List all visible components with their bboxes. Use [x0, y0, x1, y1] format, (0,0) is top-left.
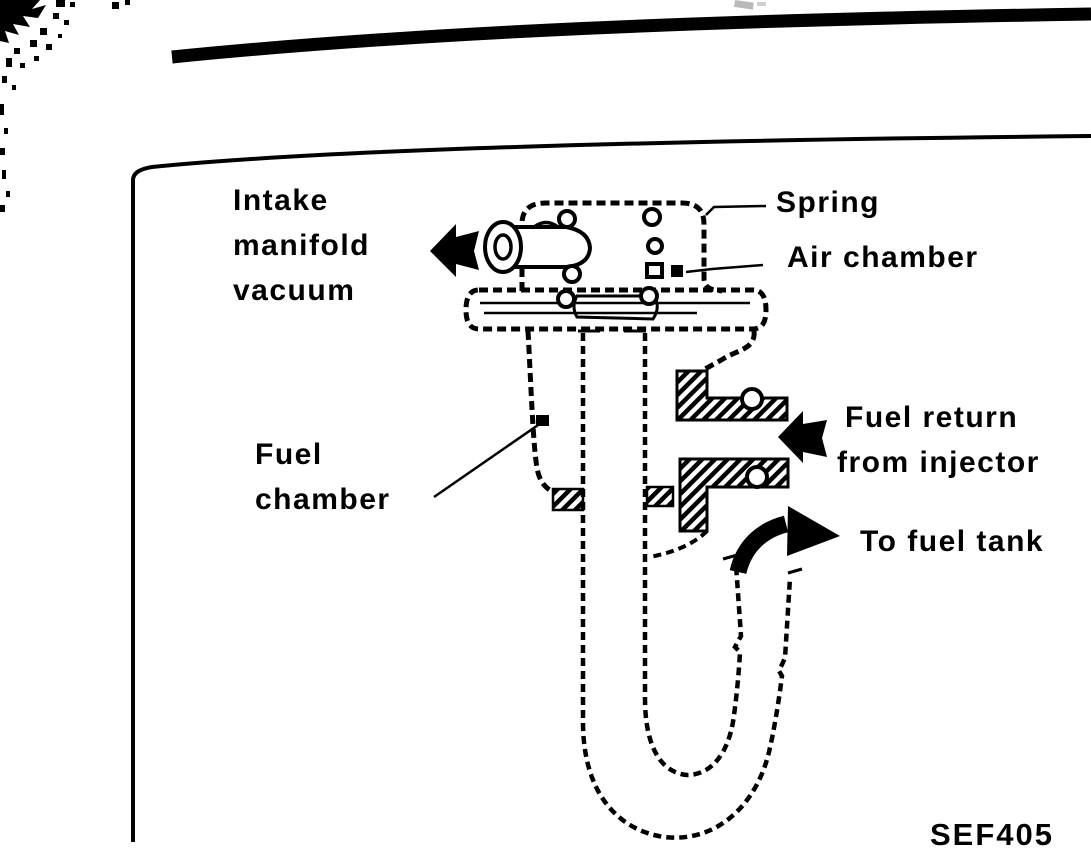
- figure-border: [131, 134, 1091, 842]
- label-fuel-chamber: Fuel chamber: [255, 432, 391, 522]
- label-fuel-chamber-line1: Fuel: [255, 438, 323, 471]
- to-fuel-tank-arrow: [729, 506, 840, 575]
- air-chamber-leader-line: [685, 263, 764, 274]
- label-fuel-chamber-line2: chamber: [255, 483, 391, 516]
- page-edge-line: [171, 7, 1091, 64]
- return-neck-outline: [697, 330, 757, 375]
- label-fuel-return-line2: from injector: [837, 446, 1040, 479]
- label-intake-line1: Intake: [233, 184, 329, 217]
- fuel-return-arrow: [778, 411, 827, 463]
- label-fuel-return: Fuel return from injector: [837, 395, 1040, 485]
- spring-leader-line: [705, 204, 767, 216]
- air-chamber-cap-outline: [519, 200, 723, 294]
- label-intake-manifold-vacuum: Intake manifold vacuum: [233, 178, 370, 313]
- label-air-chamber: Air chamber: [787, 241, 979, 274]
- label-intake-line3: vacuum: [233, 274, 356, 307]
- label-to-fuel-tank: To fuel tank: [860, 525, 1045, 558]
- intake-manifold-vacuum-arrow: [430, 224, 479, 277]
- figure-code: SEF405: [930, 817, 1055, 852]
- fuel-return-fitting: [551, 369, 790, 559]
- vacuum-nipple: [483, 220, 593, 284]
- fuel-chamber-leader-anchor: [536, 415, 549, 426]
- cap-vent-holes: [557, 207, 664, 279]
- air-chamber-leader-anchor: [671, 265, 683, 277]
- fuel-chamber-wall: [525, 330, 584, 499]
- fuel-chamber-leader-line: [433, 421, 542, 499]
- fuel-tank-return-tube: [580, 333, 793, 840]
- label-spring: Spring: [776, 186, 880, 219]
- diaphragm-flange: [463, 286, 769, 333]
- label-fuel-return-line1: Fuel return: [845, 401, 1019, 434]
- scan-noise-blob: [0, 0, 130, 212]
- label-intake-line2: manifold: [233, 229, 370, 262]
- scan-smudge: [734, 0, 766, 10]
